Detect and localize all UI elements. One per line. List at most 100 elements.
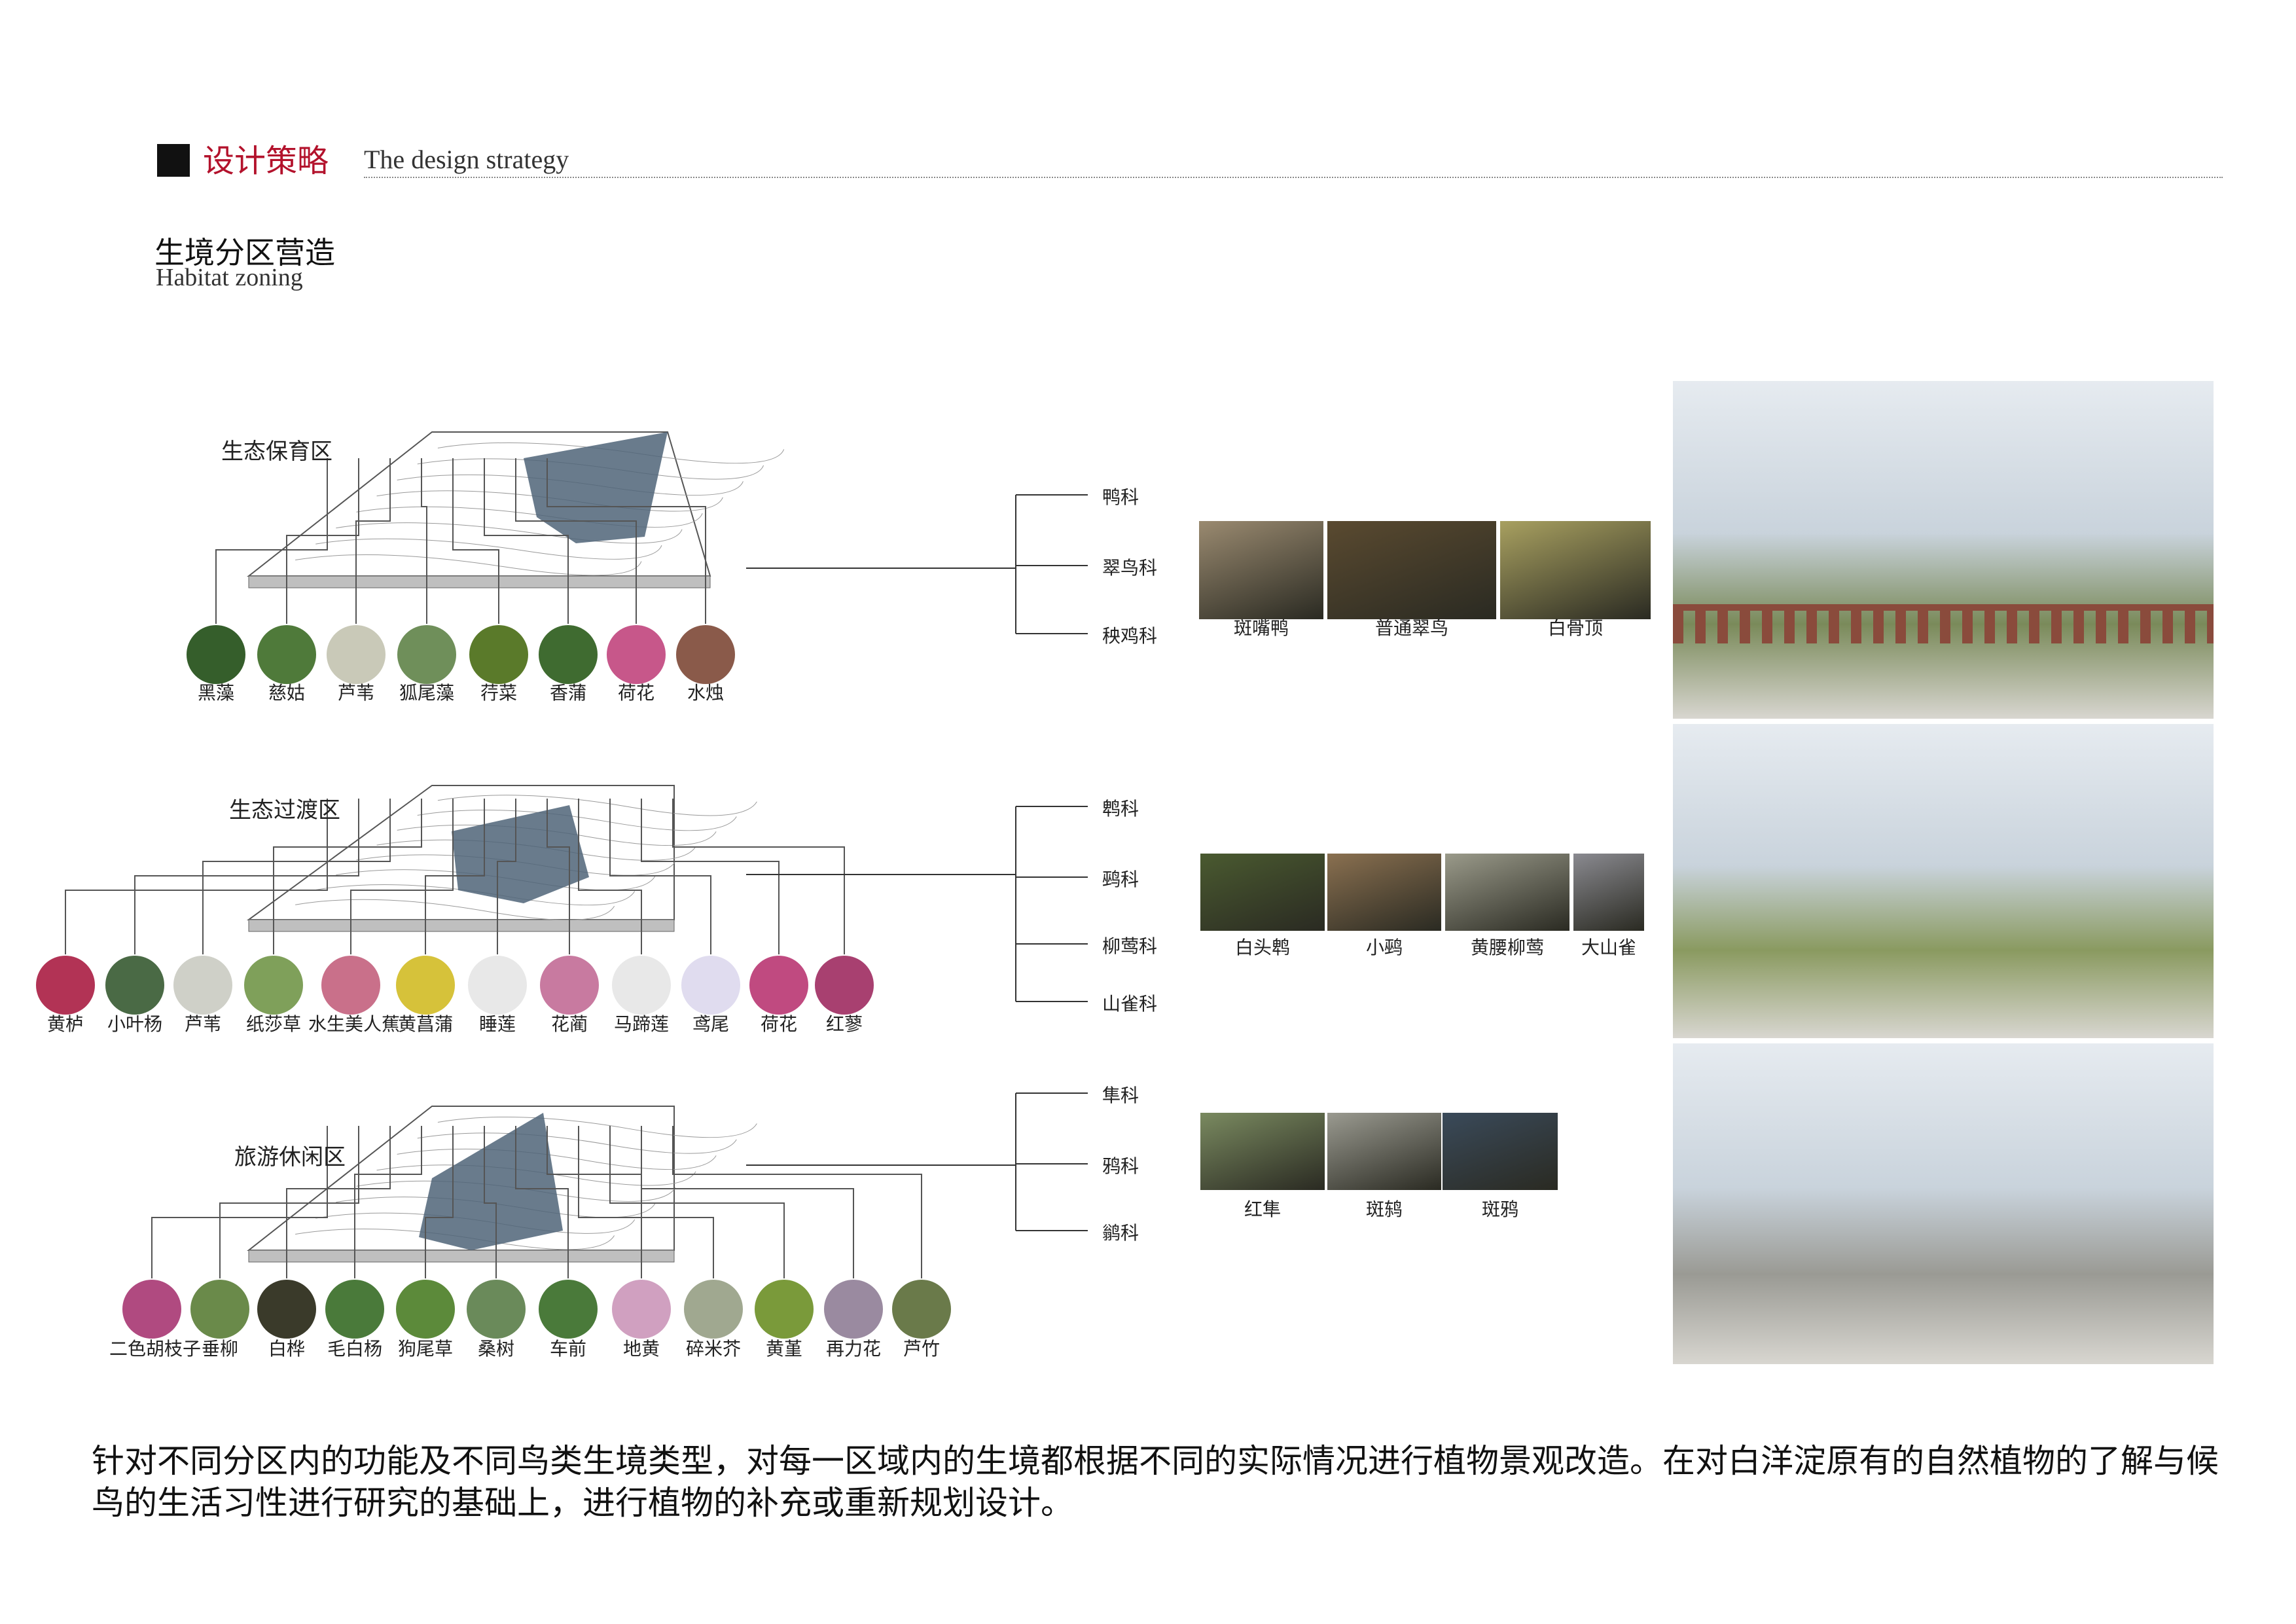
plant-label: 垂柳 (201, 1338, 238, 1360)
bird-photo (1200, 1113, 1325, 1190)
plant-photo (243, 954, 304, 1016)
family-label: 鸭科 (1102, 486, 1139, 508)
page-title-en: The design strategy (364, 145, 569, 174)
plant-photo (611, 954, 672, 1016)
plant-photo (611, 1278, 672, 1340)
plant-connector-line (484, 1126, 497, 1279)
plant-photo (823, 1278, 884, 1340)
plant-photo (675, 624, 736, 685)
plant-photo (891, 1278, 952, 1340)
bird-photo (1327, 521, 1496, 619)
plant-label: 地黄 (622, 1338, 660, 1360)
plant-connector-line (151, 1126, 328, 1279)
bird-name-label: 斑嘴鸭 (1233, 617, 1289, 639)
scene-recreation-render (1673, 1043, 2214, 1364)
plant-photo (121, 1278, 183, 1340)
plant-connector-line (425, 799, 485, 955)
zone-map-edge (248, 1250, 675, 1263)
plant-connector-line (202, 799, 391, 955)
bird-name-label: 红隼 (1244, 1199, 1281, 1220)
section-title: 生境分区营造 (154, 235, 335, 270)
section-title-en: Habitat zoning (156, 264, 303, 291)
plant-photo (104, 954, 166, 1016)
scene-transition-render (1673, 724, 2214, 1038)
plant-photo (753, 1278, 815, 1340)
plant-connector-line (641, 1126, 854, 1279)
plant-label: 纸莎草 (245, 1013, 301, 1035)
plant-label: 马蹄莲 (613, 1013, 669, 1035)
bird-name-label: 小鹀 (1365, 937, 1403, 958)
plant-connector-line (672, 1126, 922, 1279)
plant-photo (395, 1278, 456, 1340)
plant-label: 慈姑 (268, 682, 305, 704)
plant-connector-line (286, 1126, 391, 1279)
plant-photo (35, 954, 96, 1016)
plant-connector-line (497, 799, 516, 955)
plant-connector-line (452, 458, 499, 624)
plant-connector-line (672, 799, 845, 955)
bird-name-label: 黄腰柳莺 (1470, 937, 1544, 958)
bird-photo (1500, 521, 1651, 619)
plant-photo (396, 624, 457, 685)
plant-connector-line (547, 1126, 642, 1279)
zone-map-contour (397, 1148, 717, 1170)
plant-label: 花蔺 (550, 1013, 588, 1035)
plant-photo (605, 624, 667, 685)
plant-connector-line (65, 799, 328, 955)
zone-label-conservation: 生态保育区 (221, 439, 332, 465)
plant-connector-line (286, 458, 359, 624)
plant-label: 红蓼 (825, 1013, 863, 1035)
family-label: 鹟科 (1102, 1222, 1139, 1244)
family-label: 隼科 (1102, 1085, 1139, 1106)
zone-map-contour (315, 538, 662, 560)
plant-label: 碎米芥 (685, 1338, 741, 1360)
plant-connector-line (425, 1126, 454, 1279)
plant-label: 荷花 (760, 1013, 797, 1035)
plant-label: 狗尾草 (397, 1338, 453, 1360)
zone-map-contour (417, 1132, 737, 1154)
family-label: 山雀科 (1102, 993, 1158, 1015)
plant-label: 小叶杨 (107, 1013, 162, 1035)
plant-photo (683, 1278, 744, 1340)
header-square-icon (157, 144, 190, 177)
plant-connector-line (578, 1126, 714, 1279)
zone-map-contour (295, 899, 615, 920)
plant-photo (320, 954, 382, 1016)
plant-connector-line (355, 458, 391, 624)
zone-map-contour (397, 824, 717, 846)
plant-connector-line (547, 458, 706, 624)
plant-connector-line (350, 799, 454, 955)
plant-photo (748, 954, 810, 1016)
zone-map-edge (248, 919, 675, 932)
plant-label: 二色胡枝子 (109, 1338, 202, 1360)
plant-photo (537, 1278, 599, 1340)
plant-photo (395, 954, 456, 1016)
bird-photo (1443, 1113, 1558, 1190)
plant-photo (537, 624, 599, 685)
scene-conservation-render (1673, 381, 2214, 719)
zone-map-contour (336, 522, 683, 544)
bird-photo (1200, 854, 1325, 931)
family-label: 秧鸡科 (1102, 625, 1158, 647)
plant-connector-line (354, 1126, 422, 1279)
plant-label: 黄堇 (765, 1338, 802, 1360)
zone-map-contour (295, 554, 642, 576)
plant-photo (465, 1278, 527, 1340)
plant-label: 荷花 (617, 682, 655, 704)
plant-label: 水烛 (687, 682, 724, 704)
zone-map-contour (437, 795, 757, 816)
plant-label: 黄栌 (46, 1013, 84, 1035)
bird-name-label: 白骨顶 (1547, 617, 1603, 639)
plant-label: 再力花 (825, 1338, 881, 1360)
plant-connector-line (215, 458, 328, 624)
plant-connector-line (273, 799, 422, 955)
plant-photo (468, 624, 529, 685)
zone-map-contour (437, 1116, 757, 1138)
plant-label: 水生美人蕉 (308, 1013, 401, 1035)
header-divider (364, 177, 2223, 178)
plant-photo (680, 954, 742, 1016)
zone-map-contour (376, 1164, 696, 1186)
plant-label: 鸢尾 (692, 1013, 729, 1035)
zone-water-area (524, 432, 668, 543)
